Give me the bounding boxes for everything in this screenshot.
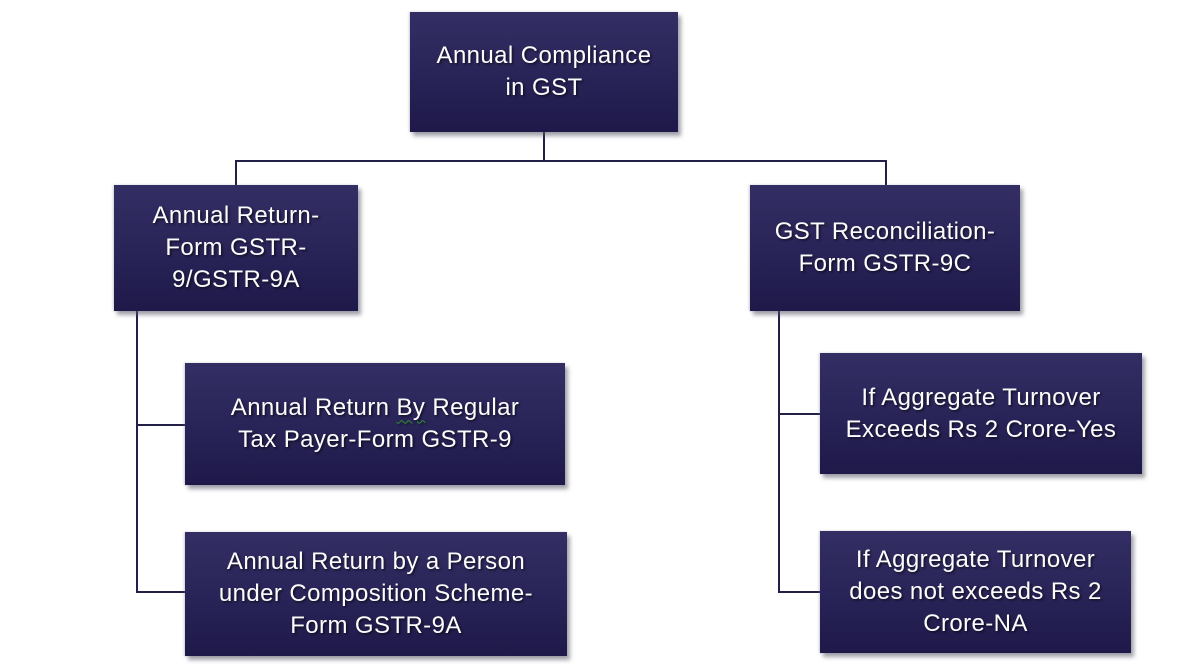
- node-gst-reconciliation: GST Reconciliation- Form GSTR-9C: [750, 185, 1020, 311]
- regular-taxpayer-text-post: Regular Tax Payer-Form GSTR-9: [238, 394, 520, 453]
- connector-left-elbow-2: [136, 591, 185, 593]
- connector-main-horizontal: [235, 160, 886, 162]
- connector-right-elbow-2: [778, 591, 820, 593]
- node-turnover-exceeds: If Aggregate Turnover Exceeds Rs 2 Crore…: [820, 353, 1142, 474]
- node-composition-scheme: Annual Return by a Person under Composit…: [185, 532, 567, 656]
- node-turnover-not-exceeds-label: If Aggregate Turnover does not exceeds R…: [849, 546, 1102, 637]
- node-turnover-not-exceeds: If Aggregate Turnover does not exceeds R…: [820, 531, 1131, 653]
- regular-taxpayer-text-pre: Annual Return: [230, 394, 397, 422]
- connector-right-branch-drop: [778, 311, 780, 592]
- node-annual-compliance-root: Annual Compliance in GST: [410, 12, 678, 132]
- node-annual-return-label: Annual Return- Form GSTR- 9/GSTR-9A: [152, 202, 320, 293]
- node-annual-compliance-label: Annual Compliance in GST: [436, 42, 652, 101]
- node-composition-scheme-label: Annual Return by a Person under Composit…: [218, 548, 534, 639]
- regular-taxpayer-spellcheck-word: By: [396, 394, 426, 422]
- node-annual-return: Annual Return- Form GSTR- 9/GSTR-9A: [114, 185, 358, 311]
- node-regular-taxpayer: Annual Return By Regular Tax Payer-Form …: [185, 363, 565, 485]
- connector-right-stub: [885, 160, 887, 185]
- connector-root-drop: [543, 132, 545, 161]
- connector-left-elbow-1: [136, 424, 185, 426]
- node-regular-taxpayer-label: Annual Return By Regular Tax Payer-Form …: [225, 390, 525, 457]
- node-gst-reconciliation-label: GST Reconciliation- Form GSTR-9C: [774, 218, 996, 277]
- connector-left-branch-drop: [136, 311, 138, 592]
- node-turnover-exceeds-label: If Aggregate Turnover Exceeds Rs 2 Crore…: [845, 383, 1117, 443]
- connector-right-elbow-1: [778, 413, 820, 415]
- connector-left-stub: [235, 160, 237, 185]
